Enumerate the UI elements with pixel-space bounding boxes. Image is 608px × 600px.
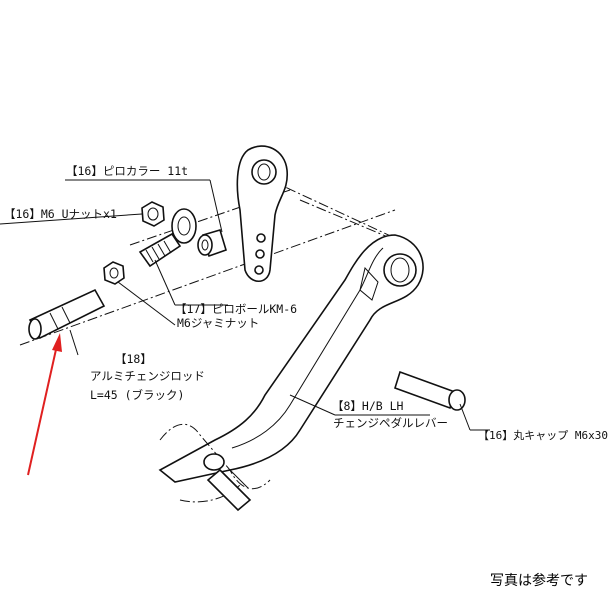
leader-lines bbox=[0, 179, 490, 431]
reference-photo-caption: 写真は参考です bbox=[490, 573, 588, 589]
shift-pedal-lever bbox=[158, 234, 424, 503]
foot-peg bbox=[203, 453, 252, 512]
label-lever-number: 【8】H/B LH bbox=[332, 399, 404, 413]
aluminium-change-rod bbox=[28, 288, 106, 340]
jam-nut bbox=[103, 261, 125, 285]
pointer-arrow-icon bbox=[27, 333, 62, 476]
label-pillow-collar: 【16】ピロカラー 11t bbox=[66, 164, 189, 178]
label-cap-bolt: 【16】丸キャップ M6x30 bbox=[478, 429, 608, 442]
label-lever-name: チェンジペダルレバー bbox=[333, 416, 448, 430]
pillow-ball-rod-end bbox=[138, 208, 197, 268]
cap-bolt bbox=[394, 370, 466, 411]
label-pillow-ball: 【17】ピロボールKM-6 bbox=[175, 302, 298, 316]
label-u-nut: 【16】M6 Uナットx1 bbox=[4, 207, 117, 221]
label-rod-number: 【18】 bbox=[115, 352, 152, 366]
pillow-collar bbox=[197, 229, 227, 258]
label-jam-nut: M6ジャミナット bbox=[177, 316, 260, 330]
label-rod-name: アルミチェンジロッド bbox=[90, 369, 205, 383]
link-arm bbox=[236, 145, 288, 283]
u-nut bbox=[141, 201, 165, 227]
label-rod-size: L=45 (ブラック) bbox=[90, 388, 185, 402]
